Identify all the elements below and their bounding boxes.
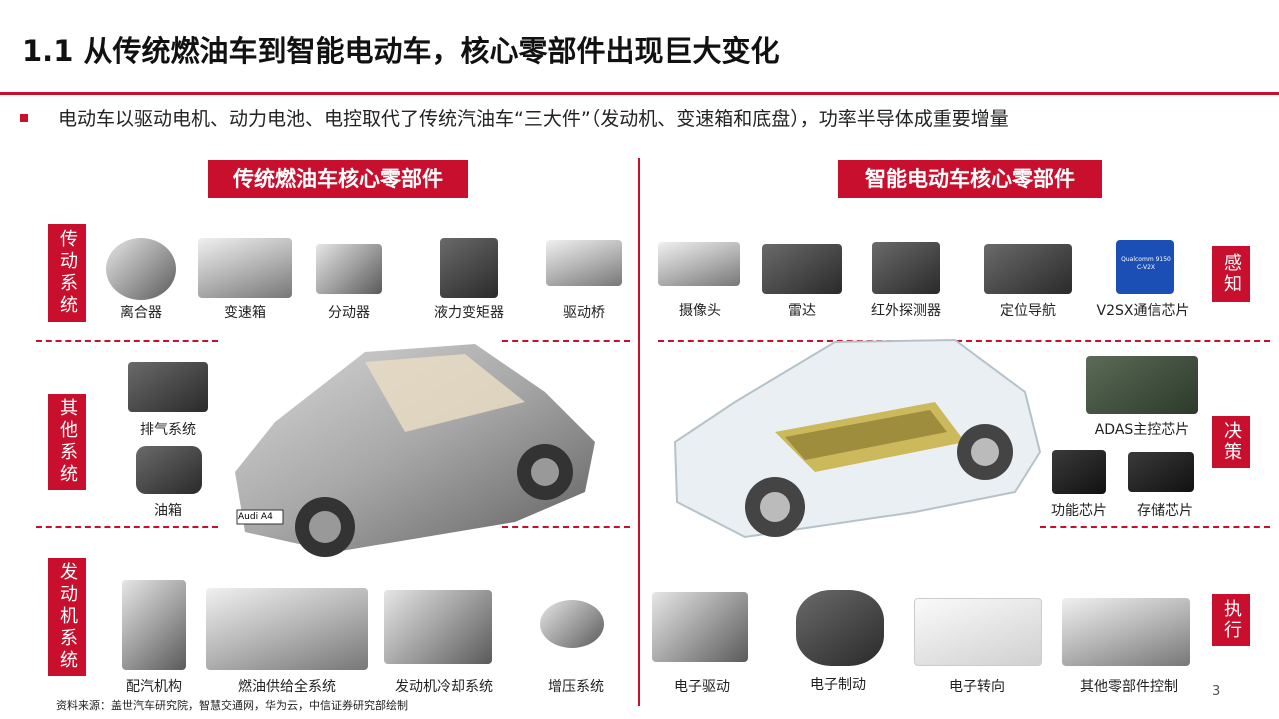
drive-axle-image [546,240,622,286]
v2x-chip-image [1116,240,1174,294]
left-column-header: 传统燃油车核心零部件 [208,160,468,198]
car-plate: Audi A4 [238,512,273,522]
source-note: 资料来源：盖世汽车研究院，智慧交通网，华为云，中信证券研究部绘制 [56,699,408,712]
part-e-brake: 电子制动 [810,677,866,693]
gasoline-car-image [235,344,595,557]
part-infrared: 红外探测器 [871,303,941,319]
chip-marking: Qualcomm 9150 C-V2X [1121,256,1171,271]
part-fuel-supply: 燃油供给全系统 [238,679,336,695]
transfer-case-image [316,244,382,294]
bullet-marker [20,114,28,122]
label-execution: 执行 [1212,594,1250,646]
part-gearbox: 变速箱 [224,305,266,321]
page-title: 1.1 从传统燃油车到智能电动车，核心零部件出现巨大变化 [22,34,780,68]
bullet-text: 电动车以驱动电机、动力电池、电控取代了传统汽油车“三大件”（发动机、变速箱和底盘… [58,108,1009,130]
navigation-image [984,244,1072,294]
camera-image [658,242,740,286]
part-radar: 雷达 [788,303,816,319]
infrared-image [872,242,940,294]
gearbox-image [198,238,292,298]
label-transmission-system: 传动系统 [48,224,86,322]
part-transfer-case: 分动器 [328,305,370,321]
label-engine-system: 发动机系统 [48,558,86,676]
part-v2x-chip: V2SX通信芯片 [1096,303,1190,319]
fuel-supply-image [206,588,368,670]
center-divider [638,158,640,706]
dash-left-2b [502,526,630,528]
title-rule [0,92,1279,95]
part-torque-converter: 液力变矩器 [434,305,504,321]
part-drive-axle: 驱动桥 [563,305,605,321]
dash-left-1a [36,340,218,342]
part-valve-train: 配汽机构 [126,679,182,695]
part-camera: 摄像头 [679,303,721,319]
part-function-chip: 功能芯片 [1051,503,1107,519]
part-e-steering: 电子转向 [949,679,1005,695]
e-brake-image [796,590,884,666]
electric-car-image [673,338,1042,539]
part-other-control: 其他零部件控制 [1080,679,1178,695]
right-column-header: 智能电动车核心零部件 [838,160,1102,198]
clutch-image [106,238,176,300]
other-parts-image [1062,598,1190,666]
part-turbo: 增压系统 [548,679,604,695]
dash-left-1b [502,340,630,342]
part-navigation: 定位导航 [1000,303,1056,319]
dash-left-2a [36,526,218,528]
label-perception: 感知 [1212,246,1250,302]
dash-right-2 [1040,526,1270,528]
fuel-tank-image [136,446,202,494]
part-adas-chip: ADAS主控芯片 [1094,422,1190,438]
dash-right-1 [658,340,1270,342]
exhaust-image [128,362,208,412]
adas-chip-image [1086,356,1198,414]
part-clutch: 离合器 [120,305,162,321]
part-exhaust: 排气系统 [140,422,196,438]
label-decision: 决策 [1212,416,1250,468]
part-fuel-tank: 油箱 [154,503,182,519]
cooling-image [384,590,492,664]
part-cooling: 发动机冷却系统 [395,679,493,695]
memory-chip-image [1128,452,1194,492]
part-e-drive: 电子驱动 [674,679,730,695]
torque-converter-image [440,238,498,298]
e-drive-image [652,592,748,662]
part-memory-chip: 存储芯片 [1137,503,1193,519]
page-number: 3 [1212,684,1221,699]
radar-image [762,244,842,294]
e-steering-image [914,598,1042,666]
function-chip-image [1052,450,1106,494]
turbo-image [540,600,604,648]
valve-train-image [122,580,186,670]
label-other-system: 其他系统 [48,394,86,490]
